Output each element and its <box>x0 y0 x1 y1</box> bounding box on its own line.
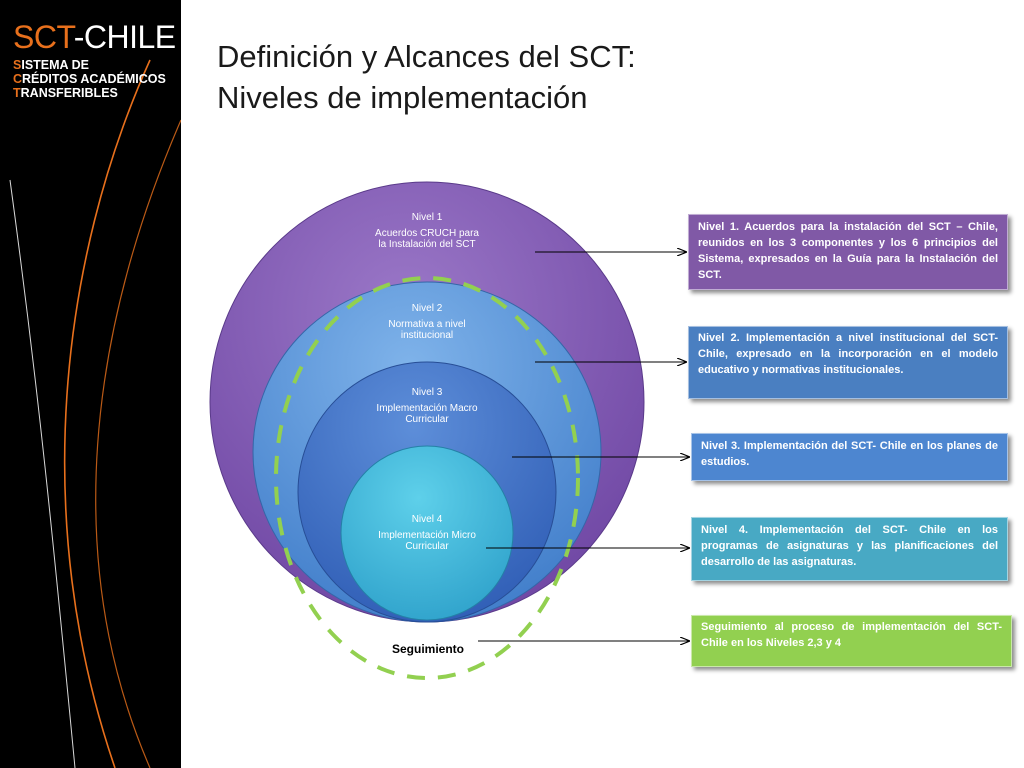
brand-initial: T <box>13 86 21 100</box>
brand-initial: S <box>13 58 22 72</box>
slide-title: Definición y Alcances del SCT: Niveles d… <box>217 36 636 118</box>
brand-logo: SCT-CHILE SISTEMA DE CRÉDITOS ACADÉMICOS… <box>13 20 176 100</box>
brand-name-rest: -CHILE <box>73 19 176 55</box>
level-2-description-box: Nivel 2. Implementación a nivel instituc… <box>688 326 1008 399</box>
title-line-2: Niveles de implementación <box>217 80 588 115</box>
brand-initial: C <box>13 72 23 86</box>
level-1-number: Nivel 1 <box>411 212 443 223</box>
brand-name-accent: SCT <box>13 19 74 55</box>
level-4-circle <box>340 445 514 621</box>
level-3-number: Nivel 3 <box>411 387 443 398</box>
brand-word: RÉDITOS ACADÉMICOS <box>22 72 166 86</box>
brand-word: ISTEMA DE <box>21 58 89 72</box>
level-2-number: Nivel 2 <box>411 303 443 314</box>
brand-subtitle: SISTEMA DE CRÉDITOS ACADÉMICOS TRANSFERI… <box>13 58 176 100</box>
seguimiento-description-box: Seguimiento al proceso de implementación… <box>691 615 1012 667</box>
level-3-text: Implementación Macro Curricular <box>376 403 478 425</box>
decorative-curves <box>9 59 181 768</box>
level-4-label: Nivel 4 Implementación Micro Curricular <box>374 514 480 552</box>
level-1-text: Acuerdos CRUCH para la Instalación del S… <box>375 228 479 250</box>
brand-word: RANSFERIBLES <box>20 86 118 100</box>
seguimiento-label: Seguimiento <box>391 642 464 656</box>
level-2-text: Normativa a nivel institucional <box>388 319 466 341</box>
sidebar-panel: SCT-CHILE SISTEMA DE CRÉDITOS ACADÉMICOS… <box>0 0 181 768</box>
level-4-description-box: Nivel 4. Implementación del SCT- Chile e… <box>691 517 1008 581</box>
level-4-text: Implementación Micro Curricular <box>378 530 476 552</box>
level-1-label: Nivel 1 Acuerdos CRUCH para la Instalaci… <box>374 212 480 250</box>
title-line-1: Definición y Alcances del SCT: <box>217 39 636 74</box>
level-3-description-box: Nivel 3. Implementación del SCT- Chile e… <box>691 433 1008 481</box>
level-1-description-box: Nivel 1. Acuerdos para la instalación de… <box>688 214 1008 290</box>
seguimiento-dashed-circle <box>274 276 580 680</box>
level-2-label: Nivel 2 Normativa a nivel institucional <box>374 303 480 341</box>
level-4-number: Nivel 4 <box>411 514 443 525</box>
level-3-label: Nivel 3 Implementación Macro Curricular <box>374 387 480 425</box>
